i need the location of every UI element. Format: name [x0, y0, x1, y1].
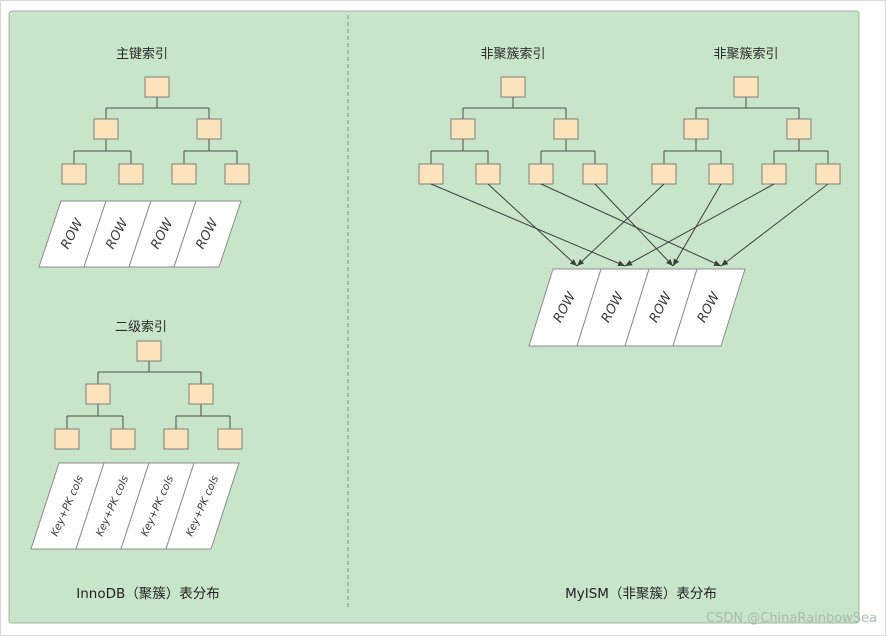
tree-node — [188, 383, 214, 405]
secondary-index-tree — [54, 340, 243, 450]
primary-index-label: 主键索引 — [116, 47, 168, 62]
nonclustered-index1-label: 非聚簇索引 — [480, 47, 545, 62]
primary-row-band: ROW ROW ROW ROW — [38, 200, 242, 268]
tree-node — [651, 163, 677, 185]
secondary-tree-connector — [66, 361, 231, 429]
tree-node — [450, 118, 476, 140]
tree-node — [475, 163, 501, 185]
leaf-to-row-arrows — [430, 183, 829, 267]
tree-node — [171, 163, 197, 185]
tree-node — [144, 76, 170, 98]
tree-node — [61, 163, 87, 185]
tree-node — [553, 118, 579, 140]
tree-node — [733, 76, 759, 98]
tree-node — [93, 118, 119, 140]
tree-node — [224, 163, 250, 185]
tree-node — [196, 118, 222, 140]
tree-node — [528, 163, 554, 185]
tree-node — [500, 76, 526, 98]
tree-node — [54, 428, 80, 450]
tree-node — [85, 383, 111, 405]
index-to-row-arrow — [430, 183, 626, 267]
tree-node — [683, 118, 709, 140]
nonclustered-index2-label: 非聚簇索引 — [713, 47, 778, 62]
row-parallelogram — [165, 462, 240, 550]
tree-node — [163, 428, 189, 450]
tree-node — [761, 163, 787, 185]
index-to-row-arrow — [540, 183, 722, 267]
tree-node — [418, 163, 444, 185]
csdn-watermark: CSDN @ChinaRainbowSea — [706, 611, 877, 626]
index-to-row-arrow — [487, 183, 578, 267]
row-parallelogram — [173, 200, 242, 268]
row-parallelogram — [672, 268, 746, 347]
tree-node — [136, 340, 162, 362]
nonclustered-index-tree-1 — [418, 76, 608, 185]
myism-caption: MyISM（非聚簇）表分布 — [565, 586, 717, 602]
right-row-band: ROW ROW ROW ROW — [528, 268, 746, 347]
primary-tree-connector — [73, 97, 238, 164]
tree-node — [217, 428, 243, 450]
tree-node — [786, 118, 812, 140]
tree-node — [582, 163, 608, 185]
innodb-caption: InnoDB（聚簇）表分布 — [76, 586, 220, 602]
secondary-row-band: Key+PK cols Key+PK cols Key+PK cols Key+… — [30, 462, 240, 550]
index-to-row-arrow — [672, 183, 722, 267]
nonclustered-tree1-connector — [430, 97, 596, 164]
nonclustered-tree2-connector — [663, 97, 829, 164]
secondary-index-label: 二级索引 — [115, 320, 167, 335]
primary-index-tree — [61, 76, 250, 185]
index-to-row-arrow — [720, 183, 829, 267]
tree-node — [708, 163, 734, 185]
tree-node — [815, 163, 841, 185]
index-to-row-arrow — [594, 183, 674, 267]
tree-node — [110, 428, 136, 450]
index-to-row-arrow — [624, 183, 775, 267]
tree-node — [118, 163, 144, 185]
